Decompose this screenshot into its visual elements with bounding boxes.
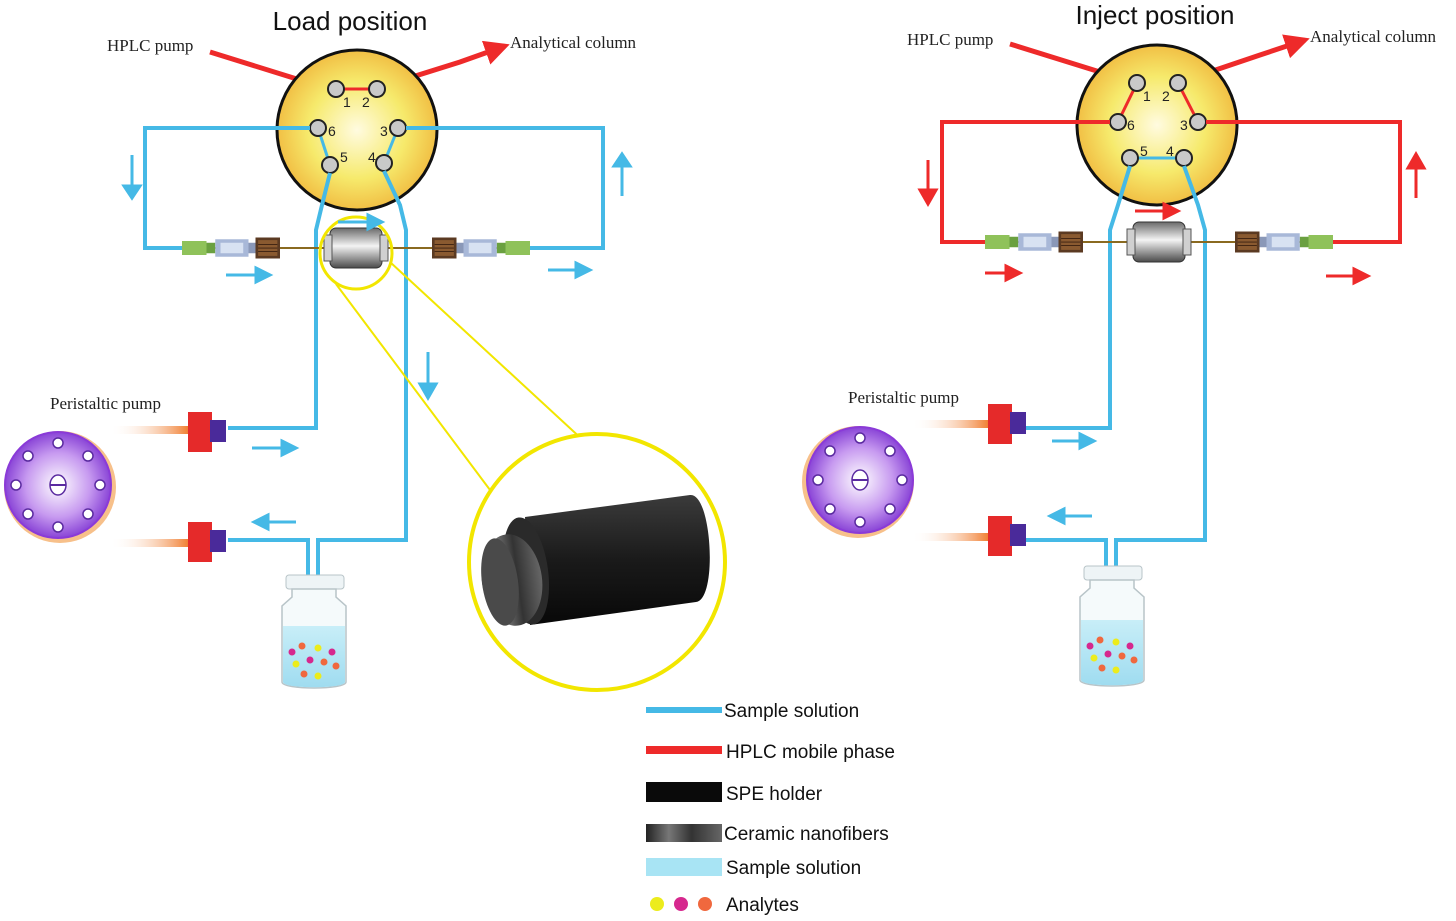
legend-item-sample-fill: Sample solution [646, 858, 861, 879]
spe-holder-icon [329, 227, 383, 269]
flow-arrow-icon [252, 438, 300, 458]
peristaltic-pump-label: Peristaltic pump [848, 388, 959, 407]
port-2-icon [1169, 74, 1187, 92]
pump-head-upper[interactable] [188, 412, 226, 452]
inject-panel: Inject position HPLC pump Analytical col… [802, 0, 1437, 687]
port-4-icon [375, 154, 393, 172]
flow-arrow-icon [548, 260, 594, 280]
sample-line-5 [1026, 165, 1132, 430]
port-4-label: 4 [1166, 143, 1174, 159]
legend-label: Sample solution [726, 858, 861, 879]
analytical-column-label: Analytical column [1310, 27, 1437, 46]
flow-arrow-icon [1326, 266, 1372, 286]
spe-cartridge-closeup-icon [481, 494, 710, 626]
flow-arrow-icon [1052, 431, 1098, 451]
legend-label: SPE holder [726, 784, 823, 805]
hplc-loop-right [1206, 120, 1402, 244]
port-5-label: 5 [340, 149, 348, 165]
port-5-label: 5 [1140, 143, 1148, 159]
port-6-label: 6 [328, 123, 336, 139]
port-2-icon [368, 80, 386, 98]
port-2-label: 2 [362, 94, 370, 110]
port-5-icon [321, 156, 339, 174]
port-6-label: 6 [1127, 117, 1135, 133]
peristaltic-pump-label: Peristaltic pump [50, 394, 161, 413]
legend-label: Sample solution [724, 701, 859, 722]
legend-item-nanofibers: Ceramic nanofibers [646, 824, 889, 845]
port-4-label: 4 [368, 149, 376, 165]
port-3-label: 3 [1180, 117, 1188, 133]
port-2-label: 2 [1162, 88, 1170, 104]
legend-label: Ceramic nanofibers [724, 824, 889, 845]
analyte-dots [288, 642, 340, 680]
sample-loop-right [406, 126, 605, 250]
pump-rotor-icon[interactable] [4, 431, 116, 543]
sample-line-4 [1114, 165, 1207, 625]
flow-arrow-icon [611, 151, 633, 196]
flow-arrow-icon [417, 352, 439, 402]
analyte-dots [1086, 636, 1138, 674]
flow-arrow-icon [121, 155, 143, 201]
legend-item-sample-line: Sample solution [646, 701, 859, 722]
port-4-icon [1175, 149, 1193, 167]
port-1-label: 1 [1143, 88, 1151, 104]
hplc-pump-label: HPLC pump [107, 36, 193, 55]
legend-label: HPLC mobile phase [726, 742, 895, 763]
port-3-icon [1189, 113, 1207, 131]
six-port-valve[interactable] [1075, 43, 1239, 207]
legend-item-analytes: Analytes [650, 895, 799, 916]
vial-icon [1079, 565, 1145, 687]
zoom-source-ring [318, 215, 394, 291]
pump-head-lower[interactable] [988, 516, 1026, 556]
legend: Sample solution HPLC mobile phase SPE ho… [646, 701, 895, 916]
inject-panel-title: Inject position [1076, 0, 1235, 30]
port-5-icon [1121, 149, 1139, 167]
port-1-icon [327, 80, 345, 98]
flow-arrow-icon [1135, 201, 1182, 221]
pump-head-upper[interactable] [988, 404, 1026, 444]
port-1-icon [1128, 74, 1146, 92]
flow-arrow-icon [250, 512, 296, 532]
sample-line-5 [228, 172, 332, 430]
flow-arrow-icon [1046, 506, 1092, 526]
hplc-pump-label: HPLC pump [907, 30, 993, 49]
port-6-icon [309, 119, 327, 137]
sample-loop-left [143, 126, 310, 250]
port-1-label: 1 [343, 94, 351, 110]
flow-arrow-icon [985, 263, 1024, 283]
legend-item-hplc-line: HPLC mobile phase [646, 742, 895, 763]
load-panel: Load position HPLC pump Analytical colum… [4, 6, 727, 692]
flow-arrow-icon [338, 212, 386, 232]
port-3-icon [389, 119, 407, 137]
sample-line-4 [316, 170, 408, 625]
zoom-line-top [335, 283, 503, 507]
pump-head-lower[interactable] [188, 522, 226, 562]
load-panel-title: Load position [273, 6, 428, 36]
legend-item-spe-holder: SPE holder [646, 782, 823, 805]
hplc-loop-left [940, 120, 1110, 244]
flow-arrow-icon [917, 160, 939, 208]
port-6-icon [1109, 113, 1127, 131]
legend-label: Analytes [726, 895, 799, 916]
pump-rotor-icon[interactable] [802, 426, 914, 538]
flow-arrow-icon [1405, 150, 1427, 198]
flow-arrow-icon [226, 265, 274, 285]
vial-icon [281, 574, 347, 689]
port-3-label: 3 [380, 123, 388, 139]
analytical-column-label: Analytical column [510, 33, 637, 52]
spe-holder-icon [1132, 221, 1186, 263]
